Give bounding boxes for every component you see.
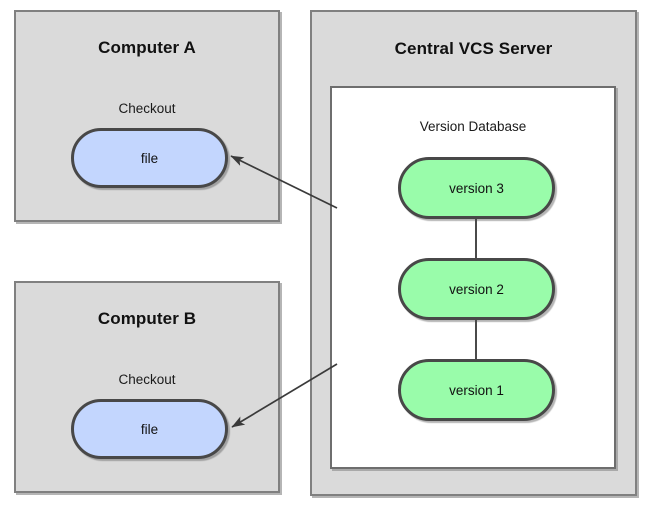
computer-b-checkout-caption: Checkout	[118, 372, 176, 387]
version-3-pill[interactable]: version 3	[398, 157, 555, 219]
computer-a-panel: Computer A Checkout file	[14, 10, 280, 222]
version-1-pill[interactable]: version 1	[398, 359, 555, 421]
connector-v2-v1	[475, 320, 477, 359]
computer-a-file-pill[interactable]: file	[71, 128, 228, 188]
version-1-label: version 1	[449, 382, 504, 398]
computer-b-file-label: file	[140, 421, 159, 437]
version-database-panel: Version Database version 3 version 2 ver…	[330, 86, 616, 469]
central-vcs-server-title: Central VCS Server	[394, 39, 553, 58]
connector-v3-v2	[475, 219, 477, 258]
computer-a-file-label: file	[140, 150, 159, 166]
computer-b-panel: Computer B Checkout file	[14, 281, 280, 493]
central-vcs-server-panel: Central VCS Server Version Database vers…	[310, 10, 637, 496]
computer-b-file-pill[interactable]: file	[71, 399, 228, 459]
computer-a-checkout-caption: Checkout	[118, 101, 176, 116]
version-2-pill[interactable]: version 2	[398, 258, 555, 320]
computer-b-title: Computer B	[97, 309, 197, 328]
version-database-caption: Version Database	[419, 119, 527, 134]
computer-a-title: Computer A	[98, 38, 196, 57]
version-2-label: version 2	[449, 281, 504, 297]
version-3-label: version 3	[449, 180, 504, 196]
